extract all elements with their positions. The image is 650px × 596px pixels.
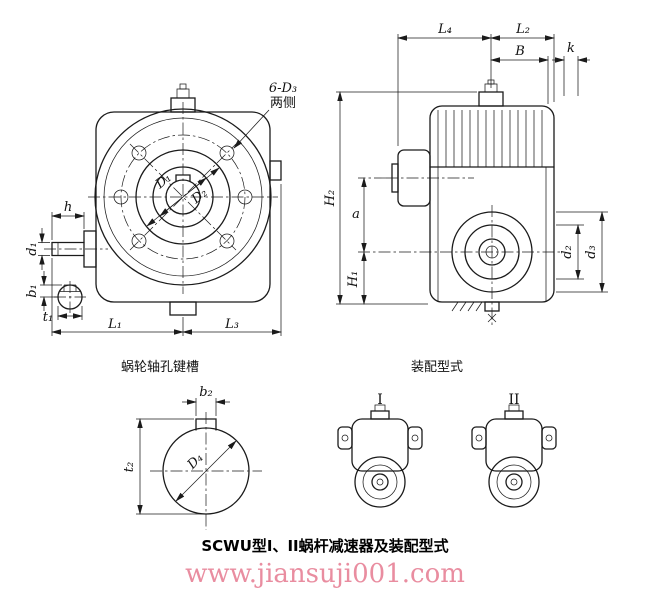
- bolt-hole: [219, 145, 235, 161]
- bolt-hole: [131, 145, 147, 161]
- assembly-type-2-label: II: [508, 392, 519, 408]
- assembly-figure-1: [337, 404, 423, 508]
- assembly-figure-2: [471, 404, 557, 508]
- dim-label-L2: L₂: [515, 22, 530, 37]
- dim-label-d2: d₂: [560, 245, 575, 259]
- cooling-fins: [437, 110, 543, 167]
- watermark-url: www.jiansuji001.com: [185, 559, 465, 589]
- dim-label-H1: H₁: [346, 271, 361, 289]
- front-centerline-diag1: [129, 143, 237, 251]
- top-breather: [176, 88, 190, 99]
- dim-label-b2: b₂: [199, 385, 213, 400]
- drain-cross: [487, 313, 497, 323]
- assembly-type-1-label: I: [377, 392, 383, 408]
- bolt-hole: [113, 189, 129, 205]
- front-centerline-diag2: [129, 143, 237, 251]
- bolt-circle: [120, 134, 246, 260]
- dim-label-h: h: [64, 200, 72, 215]
- dim-D2: [159, 177, 207, 217]
- bolt-hole: [219, 233, 235, 249]
- drawing-caption: SCWU型I、II蜗杆减速器及装配型式: [201, 537, 448, 555]
- ground-hatch: [451, 301, 483, 312]
- side-plug: [269, 160, 282, 181]
- side-top-cap: [478, 91, 504, 107]
- bolt-hole: [237, 189, 253, 205]
- flange-outer-circle: [94, 108, 272, 286]
- assembly-view: 装配型式 I II: [337, 360, 557, 508]
- bolt-note-both-sides: 两侧: [270, 96, 296, 111]
- keyway-view: 蜗轮轴孔键槽 b₂ t₂ D₄: [121, 359, 262, 530]
- bottom-foot: [169, 301, 197, 316]
- dim-D4: [175, 440, 237, 502]
- top-breather-tip: [179, 83, 187, 90]
- dim-label-d3: d₃: [584, 245, 599, 259]
- dim-label-H2: H₂: [323, 190, 338, 208]
- flange-inner-circle: [103, 117, 263, 277]
- bearing-cover-circle: [135, 149, 231, 245]
- keyway-bore-circle: [162, 427, 250, 515]
- bolt-note-d3: 6-D₃: [269, 81, 297, 96]
- dim-label-L3: L₃: [224, 317, 239, 332]
- dim-label-a: a: [352, 207, 360, 222]
- dim-label-L4: L₄: [437, 22, 452, 37]
- assembly-title: 装配型式: [411, 360, 463, 375]
- side-view: L₄ L₂ B k H₂ a H₁ d₂: [323, 22, 608, 326]
- dim-label-b1: b₁: [25, 284, 40, 298]
- drain-plug: [484, 301, 500, 312]
- dim-label-t2: t₂: [122, 462, 137, 472]
- front-view: h d₁ b₁ t₁ L₁ L₃ D₁ D₂ 6-D₃ 两侧: [25, 81, 297, 336]
- dim-label-d1: d₁: [25, 242, 40, 256]
- dim-label-L1: L₁: [107, 317, 122, 332]
- dim-label-D4: D₄: [184, 451, 206, 473]
- keyway-title: 蜗轮轴孔键槽: [121, 359, 199, 375]
- dim-label-t1: t₁: [43, 310, 53, 325]
- bolt-hole: [131, 233, 147, 249]
- dim-label-k: k: [567, 41, 575, 56]
- leader-line: [233, 109, 270, 149]
- dim-label-D1: D₁: [152, 171, 174, 193]
- dim-label-B: B: [514, 44, 525, 59]
- keyway-slot: [195, 418, 217, 431]
